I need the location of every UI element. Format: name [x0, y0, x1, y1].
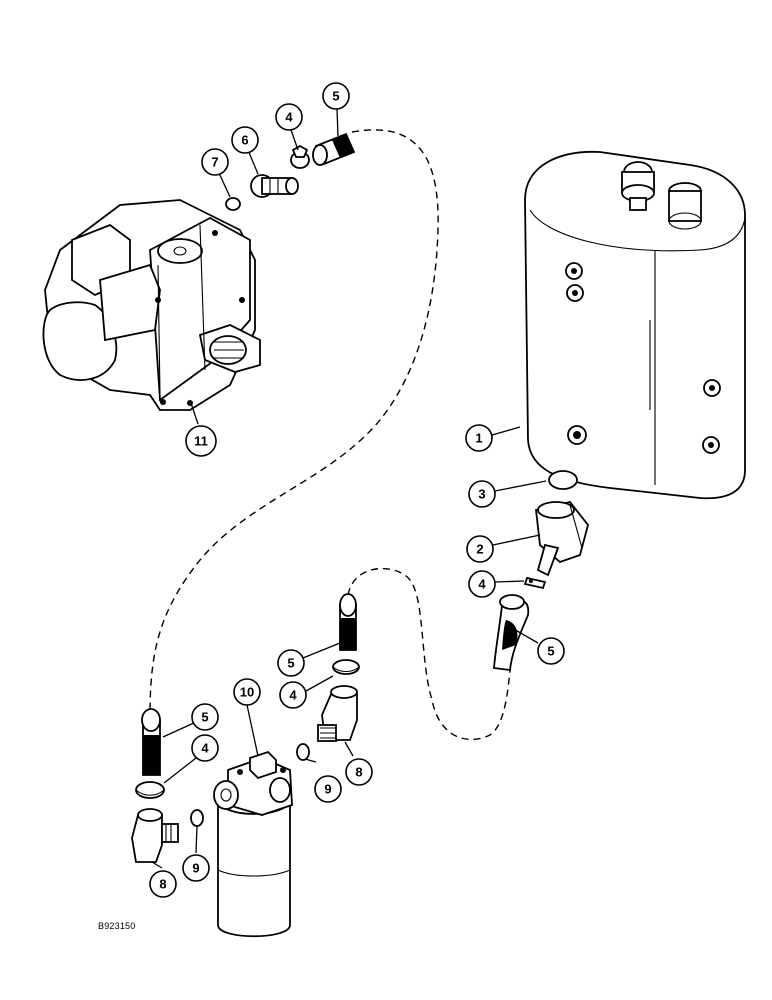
svg-text:4: 4	[201, 741, 209, 756]
svg-text:7: 7	[211, 155, 218, 170]
hose-route-pump-to-filter	[149, 129, 439, 716]
hydraulic-reservoir	[524, 150, 746, 500]
callout-1: 1	[465, 424, 493, 452]
o-ring-9-center	[296, 743, 310, 761]
elbow-fitting-2	[535, 500, 589, 577]
svg-text:5: 5	[201, 710, 208, 725]
callout-9-left: 9	[182, 854, 210, 882]
hydraulic-pump	[42, 199, 261, 411]
svg-text:9: 9	[192, 861, 199, 876]
callout-5-tank: 5	[537, 637, 565, 665]
svg-text:4: 4	[285, 110, 293, 125]
svg-text:8: 8	[159, 877, 166, 892]
callout-4-left: 4	[191, 734, 219, 762]
hose-5-center	[339, 593, 357, 651]
callout-8-left: 8	[149, 870, 177, 898]
hose-clamp-4-tank	[523, 576, 547, 590]
callout-7: 7	[201, 148, 229, 176]
o-ring-7	[225, 197, 241, 211]
svg-text:8: 8	[355, 765, 362, 780]
callout-5-left: 5	[191, 703, 219, 731]
svg-text:6: 6	[241, 133, 248, 148]
elbow-fitting-8-center	[317, 685, 358, 742]
o-ring-3	[548, 470, 578, 490]
o-ring-9-left	[190, 809, 204, 827]
callout-9-center: 9	[314, 775, 342, 803]
hose-route-filter-to-tank	[347, 568, 511, 741]
hose-5-left	[141, 708, 161, 776]
svg-text:11: 11	[194, 434, 208, 449]
callout-4-pump: 4	[275, 103, 303, 131]
callout-6: 6	[231, 126, 259, 154]
svg-text:4: 4	[478, 577, 486, 592]
callout-10: 10	[233, 678, 261, 706]
svg-text:3: 3	[478, 487, 485, 502]
callout-8-center: 8	[345, 758, 373, 786]
elbow-fitting-8-left	[131, 808, 179, 863]
hose-clamp-4-left	[135, 781, 165, 799]
callout-4-tank: 4	[468, 570, 496, 598]
svg-text:2: 2	[476, 542, 483, 557]
fitting-6	[250, 174, 299, 198]
callout-4-center: 4	[279, 681, 307, 709]
hose-5-tank	[493, 594, 530, 672]
svg-text:4: 4	[289, 688, 297, 703]
callout-3: 3	[468, 480, 496, 508]
callout-5-pump: 5	[322, 82, 350, 110]
svg-text:1: 1	[475, 431, 482, 446]
callout-11: 11	[185, 425, 217, 457]
hose-5-upper	[312, 132, 356, 166]
hose-clamp-4-center	[332, 659, 360, 675]
drawing-id-label: B923150	[98, 921, 136, 931]
svg-text:9: 9	[324, 782, 331, 797]
hose-clamp-4-upper	[290, 144, 310, 169]
svg-text:10: 10	[240, 685, 254, 700]
svg-text:5: 5	[332, 89, 339, 104]
svg-text:5: 5	[547, 644, 554, 659]
callout-5-center: 5	[277, 649, 305, 677]
callout-2: 2	[466, 535, 494, 563]
svg-text:5: 5	[287, 656, 294, 671]
hydraulic-filter	[213, 750, 293, 938]
